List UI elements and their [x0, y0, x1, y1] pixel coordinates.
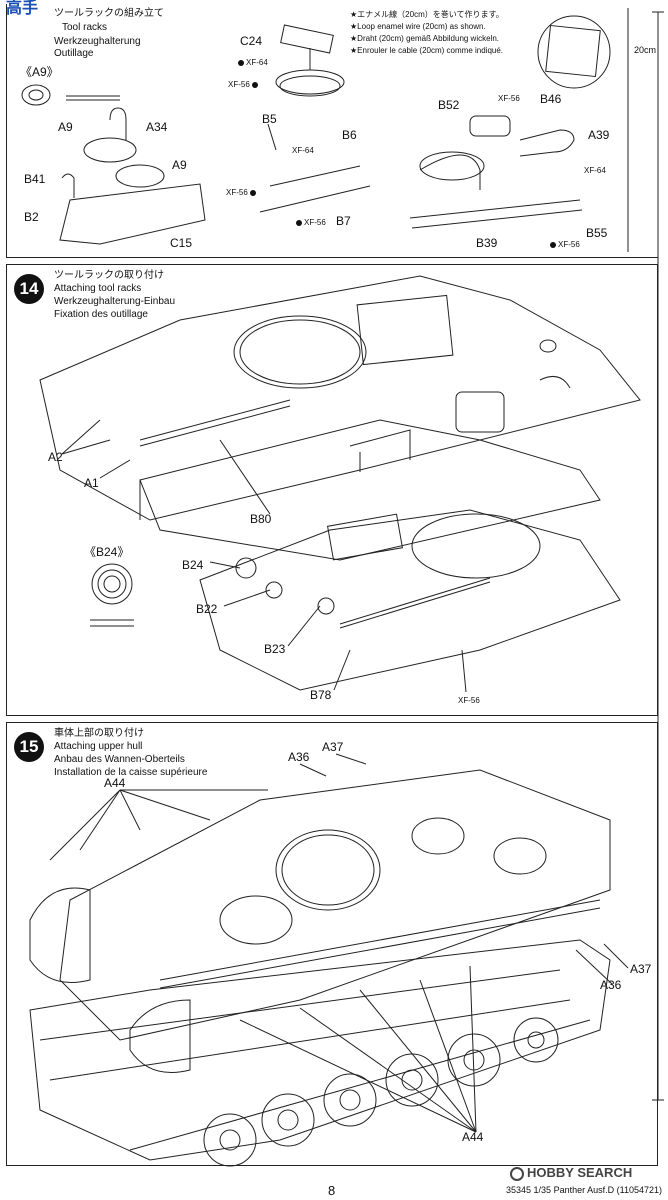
part-a9-right: A9: [172, 158, 187, 172]
paint-xf64-b6: XF-64: [292, 146, 314, 155]
step14-title-fr: Fixation des outillage: [54, 309, 148, 320]
hobby-search-logo-icon: [510, 1166, 524, 1181]
step13-title-de: Werkzeughalterung: [54, 36, 141, 47]
part-b23: B23: [264, 642, 286, 656]
part-b22: B22: [196, 602, 218, 616]
part-a44-bottom: A44: [462, 1130, 484, 1144]
part-a34: A34: [146, 120, 168, 134]
paint-xf56-b78: XF-56: [458, 696, 480, 705]
step14-title-en: Attaching tool racks: [54, 283, 142, 294]
product-name: 1/35 Panther Ausf.D: [533, 1185, 615, 1195]
part-c24: C24: [240, 34, 263, 48]
paint-bullet-icon: [249, 189, 256, 196]
wire-note-en: ★Loop enamel wire (20cm) as shown.: [350, 22, 486, 31]
product-id: (11054721): [616, 1185, 662, 1195]
part-b80: B80: [250, 512, 272, 526]
watermark-top: 高手: [6, 0, 39, 17]
paint-xf56-b7: XF-56: [296, 218, 326, 227]
part-b2: B2: [24, 210, 39, 224]
paint-xf64-b55: XF-64: [584, 166, 606, 175]
paint-xf56-b55: XF-56: [550, 240, 580, 249]
part-b41: B41: [24, 172, 46, 186]
part-b52: B52: [438, 98, 460, 112]
paint-bullet-icon: [550, 241, 556, 248]
part-a37-top: A37: [322, 740, 344, 754]
part-a36-top: A36: [288, 750, 310, 764]
page-number: 8: [328, 1183, 336, 1198]
paint-bullet-icon: [296, 219, 302, 226]
scale-20cm: 20cm: [634, 45, 657, 55]
step13-title-en: Tool racks: [62, 22, 108, 33]
part-b78: B78: [310, 688, 332, 702]
step14-panel: [6, 264, 658, 716]
step14-number: 14: [14, 274, 44, 304]
step15-panel: [6, 722, 658, 1166]
part-a36-right: A36: [600, 978, 622, 992]
step13-drawing: [21, 8, 629, 252]
part-b46: B46: [540, 92, 562, 106]
part-b55: B55: [586, 226, 608, 240]
step15-title-jp: 車体上部の取り付け: [54, 728, 144, 739]
part-a2: A2: [48, 450, 63, 464]
paint-xf56-b5: XF-56: [226, 188, 258, 197]
paint-xf56-c24: XF-56: [228, 80, 260, 89]
detail-b24-label: 《B24》: [84, 545, 130, 559]
paint-bullet-icon: [251, 81, 258, 88]
step15-title-fr: Installation de la caisse supérieure: [54, 767, 208, 778]
wire-note-fr: ★Enrouler le cable (20cm) comme indiqué.: [350, 46, 504, 55]
paint-bullet-icon: [238, 59, 244, 66]
step13-title-fr: Outillage: [54, 48, 94, 59]
product-code: 35345: [506, 1185, 532, 1195]
part-b6: B6: [342, 128, 357, 142]
paint-xf64-c24: XF-64: [238, 58, 268, 67]
hobby-search-watermark: HOBBY SEARCH: [510, 1166, 632, 1181]
part-b5: B5: [262, 112, 277, 126]
step13-panel: [6, 4, 658, 258]
part-a39: A39: [588, 128, 610, 142]
step13-title-jp: ツールラックの組み立て: [54, 8, 164, 19]
part-b24: B24: [182, 558, 204, 572]
paint-xf56-b46: XF-56: [498, 94, 520, 103]
part-a44-top: A44: [104, 776, 126, 790]
step14-title-de: Werkzeughalterung-Einbau: [54, 296, 176, 307]
part-b39: B39: [476, 236, 498, 250]
part-a37-right: A37: [630, 962, 652, 976]
wire-note-jp: ★エナメル線（20cm）を巻いて作ります。: [350, 10, 504, 19]
part-a9-left: A9: [58, 120, 73, 134]
detail-a9-label: 《A9》: [20, 65, 59, 79]
step15-number: 15: [14, 732, 44, 762]
step15-title-en: Attaching upper hull: [54, 741, 143, 752]
part-c15: C15: [170, 236, 193, 250]
wire-note-de: ★Draht (20cm) gemäß Abbildung wickeln.: [350, 34, 500, 43]
step14-title-jp: ツールラックの取り付け: [54, 270, 164, 281]
step15-title-de: Anbau des Wannen-Oberteils: [54, 754, 185, 765]
product-line: 35345 1/35 Panther Ausf.D (11054721): [506, 1184, 662, 1197]
part-b7: B7: [336, 214, 351, 228]
part-a1: A1: [84, 476, 99, 490]
